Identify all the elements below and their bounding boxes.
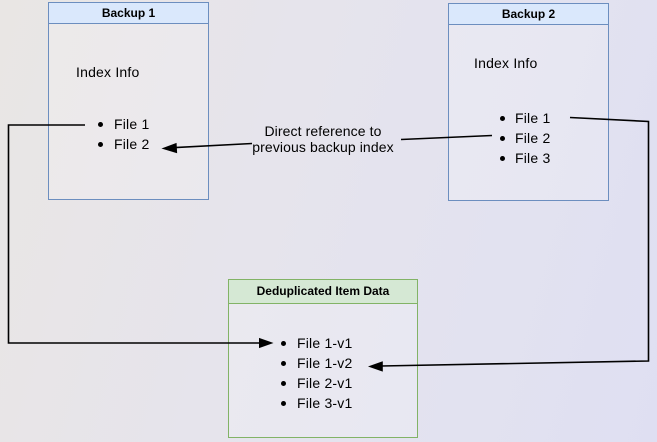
arrow-annotation-line1: Direct reference to <box>264 123 382 139</box>
dedup-header: Deduplicated Item Data <box>229 280 417 304</box>
list-item: File 3-v1 <box>281 393 352 413</box>
file-label: File 1 <box>114 116 150 132</box>
backup1-header: Backup 1 <box>49 3 208 24</box>
list-item: File 1 <box>500 108 550 128</box>
file-label: File 2 <box>114 136 150 152</box>
bullet-icon <box>98 121 103 127</box>
list-item: File 2-v1 <box>281 373 352 393</box>
bullet-icon <box>281 360 286 366</box>
backup2-file-list: File 1 File 2 File 3 <box>500 108 550 168</box>
list-item: File 2 <box>98 134 149 154</box>
list-item: File 2 <box>500 128 550 148</box>
list-item: File 1 <box>98 114 149 134</box>
arrow-annotation-line2: previous backup index <box>252 138 394 155</box>
dedup-item-list: File 1-v1 File 1-v2 File 2-v1 File 3-v1 <box>281 333 352 413</box>
backup1-file-list: File 1 File 2 <box>98 114 149 154</box>
bullet-icon <box>500 115 505 121</box>
item-label: File 2-v1 <box>297 375 353 391</box>
bullet-icon <box>500 155 505 161</box>
backup2-index-info-label: Index Info <box>474 55 538 71</box>
item-label: File 1-v2 <box>297 355 353 371</box>
backup2-box: Backup 2 Index Info File 1 File 2 File 3 <box>448 3 609 201</box>
list-item: File 3 <box>500 148 550 168</box>
backup2-header: Backup 2 <box>449 4 608 25</box>
bullet-icon <box>500 135 505 141</box>
bullet-icon <box>281 340 286 346</box>
file-label: File 1 <box>515 110 551 126</box>
item-label: File 3-v1 <box>297 395 353 411</box>
list-item: File 1-v1 <box>281 333 352 353</box>
arrow-annotation: Direct reference to previous backup inde… <box>233 123 413 155</box>
dedup-box: Deduplicated Item Data File 1-v1 File 1-… <box>228 279 418 438</box>
file-label: File 3 <box>515 150 551 166</box>
backup1-index-info-label: Index Info <box>76 64 140 80</box>
list-item: File 1-v2 <box>281 353 352 373</box>
bullet-icon <box>281 400 286 406</box>
backup1-box: Backup 1 Index Info File 1 File 2 <box>48 2 209 200</box>
item-label: File 1-v1 <box>297 335 353 351</box>
bullet-icon <box>281 380 286 386</box>
file-label: File 2 <box>515 130 551 146</box>
bullet-icon <box>98 141 103 147</box>
